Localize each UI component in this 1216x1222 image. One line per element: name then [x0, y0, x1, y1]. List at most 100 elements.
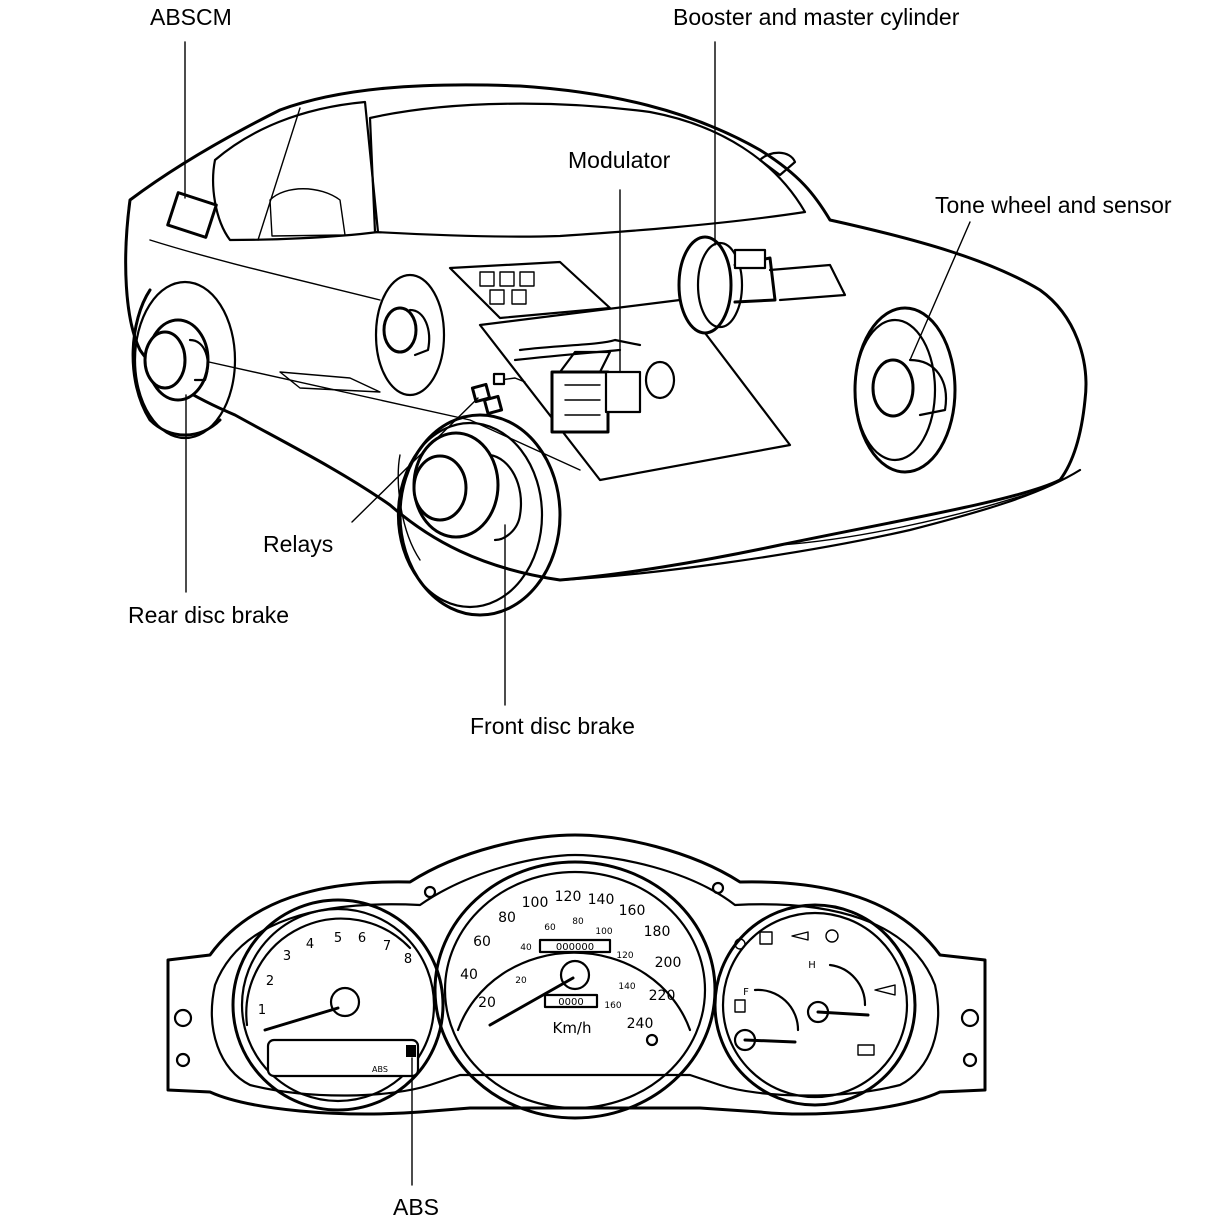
windshield	[368, 102, 807, 238]
trip-digits: 0000	[558, 997, 583, 1008]
rear-disc-mid	[374, 273, 446, 397]
battery-icon	[857, 1044, 875, 1056]
trip-window	[543, 993, 599, 1009]
front-wheel	[396, 413, 562, 617]
speed-inner-number: 40	[520, 943, 532, 953]
label-booster-master-cylinder: Booster and master cylinder	[673, 4, 960, 30]
speedometer	[433, 860, 717, 1120]
label-modulator: Modulator	[568, 147, 671, 173]
fuel-arc	[753, 988, 800, 1032]
tone-wheel-leader	[909, 221, 971, 361]
front-bumper	[558, 468, 1082, 582]
speed-number: 120	[555, 889, 582, 905]
speed-inner-number: 20	[515, 976, 527, 986]
tach-number: 3	[283, 949, 291, 964]
warning-lamp-panel	[266, 1038, 420, 1078]
headlight-icon	[734, 938, 746, 950]
temp-arc	[828, 963, 867, 1007]
fuse-2	[499, 271, 515, 287]
odometer-window	[538, 938, 612, 954]
mount-hole-right	[960, 1008, 980, 1028]
fuel-full-mark: F	[743, 987, 749, 998]
speed-number: 140	[588, 892, 615, 908]
speed-inner-number: 80	[572, 917, 584, 927]
door-line	[149, 239, 381, 301]
fuse-1	[479, 271, 495, 287]
abs-lamp-text: ABS	[372, 1065, 388, 1074]
speed-inner-number: 140	[618, 982, 635, 992]
tach-number: 8	[404, 952, 412, 967]
tachometer	[231, 898, 445, 1112]
label-front-disc-brake: Front disc brake	[470, 713, 635, 739]
relays	[470, 372, 526, 416]
tach-needle	[263, 1006, 340, 1032]
label-relays: Relays	[263, 531, 334, 557]
tach-number: 1	[258, 1003, 266, 1018]
speed-needle	[488, 976, 575, 1027]
fuel-temp-gauges	[713, 903, 917, 1107]
fuse-4	[489, 289, 505, 305]
booster-master-cylinder	[677, 235, 847, 335]
speed-number: 60	[473, 934, 491, 950]
oil-pressure-icon	[874, 984, 896, 996]
tach-number: 6	[358, 931, 366, 946]
speed-number: 160	[619, 903, 646, 919]
tach-number: 2	[266, 974, 274, 989]
speed-inner-number: 120	[616, 951, 633, 961]
label-tone-wheel-sensor: Tone wheel and sensor	[935, 192, 1172, 218]
speed-number: 180	[644, 924, 671, 940]
fuse-3	[519, 271, 535, 287]
tach-number: 4	[306, 937, 314, 952]
seat-outline	[269, 188, 346, 237]
temp-needle	[816, 1010, 870, 1017]
mount-hole-left	[173, 1008, 193, 1028]
tach-number: 7	[383, 939, 391, 954]
speed-number: 20	[478, 995, 496, 1011]
cluster-housing	[166, 833, 987, 1116]
fuse-5	[511, 289, 527, 305]
mount-hole-right-2	[962, 1052, 978, 1068]
bumper-line	[779, 489, 1041, 546]
mount-hole-left-2	[175, 1052, 191, 1068]
speed-number: 200	[655, 955, 682, 971]
speed-number: 40	[460, 967, 478, 983]
speed-inner-number: 60	[544, 923, 556, 933]
fuel-pump-icon	[734, 999, 746, 1013]
oil-icon	[791, 931, 809, 941]
label-abscm: ABSCM	[150, 4, 232, 30]
tach-number: 5	[334, 931, 342, 946]
cluster-bezel	[210, 853, 940, 1097]
temp-hot-mark: H	[808, 960, 816, 971]
modulator-unit	[513, 338, 676, 434]
speed-number: 220	[649, 988, 676, 1004]
fuel-needle	[743, 1038, 797, 1044]
screw-right	[711, 881, 725, 895]
fuel-icon	[759, 931, 773, 945]
abs-warning-lamp	[406, 1045, 416, 1057]
window-pillar	[257, 107, 301, 241]
door-ajar-icon	[825, 929, 839, 943]
rear-wheel	[131, 280, 237, 440]
tone-wheel-and-sensor	[853, 306, 957, 474]
speed-inner-number: 100	[595, 927, 612, 937]
instrument-cluster	[166, 833, 987, 1186]
label-rear-disc-brake: Rear disc brake	[128, 602, 290, 628]
trip-reset-knob	[645, 1033, 659, 1047]
speed-unit: Km/h	[552, 1019, 591, 1037]
speed-number: 240	[627, 1016, 654, 1032]
car-illustration	[124, 83, 1088, 617]
leader-lines-car	[184, 41, 971, 706]
side-mirror	[758, 151, 797, 177]
car-body-outline	[124, 83, 1088, 582]
abscm-module	[166, 191, 218, 239]
relays-leader	[351, 397, 479, 523]
odometer-digits: 000000	[556, 942, 594, 953]
speed-inner-number: 160	[604, 1001, 621, 1011]
label-abs: ABS	[393, 1194, 440, 1220]
speed-number: 80	[498, 910, 516, 926]
chassis-rail-lower	[279, 371, 381, 393]
screw-left	[423, 885, 437, 899]
